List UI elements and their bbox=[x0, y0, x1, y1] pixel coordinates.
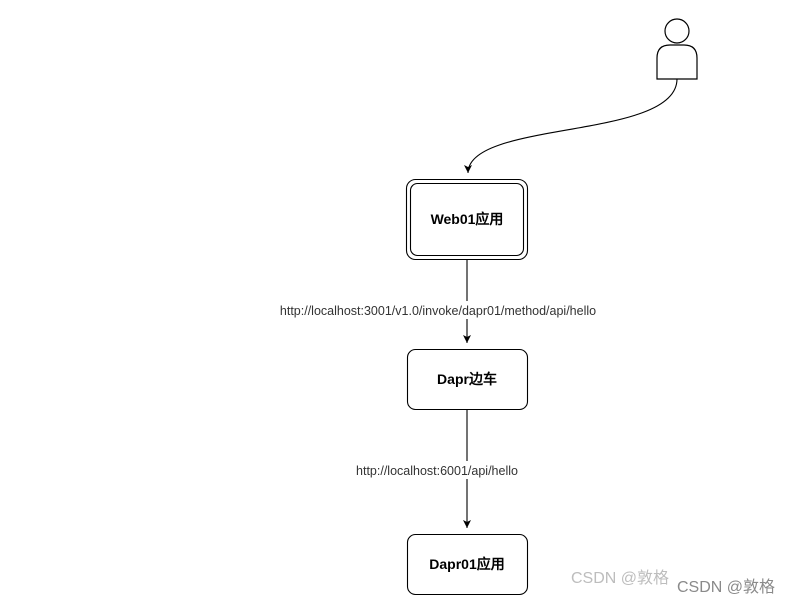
user-icon bbox=[656, 18, 698, 80]
web01-to-sidecar-edge-label: http://localhost:3001/v1.0/invoke/dapr01… bbox=[280, 304, 596, 318]
dapr01-app-node-label: Dapr01应用 bbox=[429, 556, 504, 572]
sidecar-to-dapr01-edge-label: http://localhost:6001/api/hello bbox=[356, 464, 518, 478]
dapr-sidecar-node-label: Dapr边车 bbox=[437, 371, 497, 387]
dapr-sidecar-node[interactable]: Dapr边车 bbox=[406, 348, 529, 411]
watermark-back: CSDN @敦格 bbox=[571, 569, 669, 587]
user-to-web01-edge bbox=[464, 78, 678, 174]
watermark-front: CSDN @敦格 bbox=[677, 578, 775, 596]
web01-node[interactable]: Web01应用 bbox=[405, 178, 529, 261]
web01-node-label: Web01应用 bbox=[431, 211, 504, 227]
dapr01-app-node[interactable]: Dapr01应用 bbox=[406, 533, 529, 596]
